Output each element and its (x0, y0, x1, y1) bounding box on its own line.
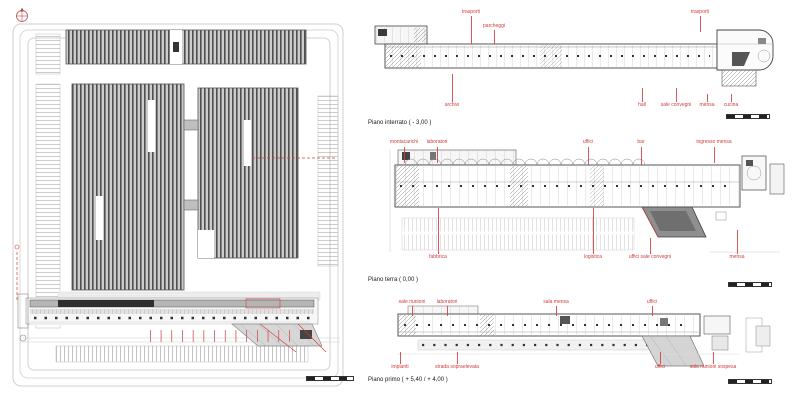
plan-label: hall (638, 102, 646, 108)
plan-label: laboratori (426, 139, 448, 145)
plan-label: logistica (583, 254, 603, 260)
plan-label: montacarichi (389, 139, 419, 145)
leader-line (713, 352, 714, 364)
plan-caption-terra: Piano terra ( 0,00 ) (368, 277, 419, 283)
leader-line (641, 147, 642, 165)
factory-halls (65, 29, 307, 291)
plan-label: laboratori (436, 299, 458, 305)
plan-label: impianti (391, 364, 409, 370)
plan-label: bar (637, 139, 645, 145)
plan-label: sala riunioni sospesa (689, 364, 737, 370)
plan-label: strada sopraelevata (435, 364, 479, 370)
plan-primo-drawing (397, 305, 771, 367)
plan-caption-interrato: Piano interrato ( - 3,00 ) (368, 120, 432, 126)
plan-label: uffici (582, 139, 594, 145)
red-annotation-marks (14, 157, 336, 353)
plan-interrato-building (374, 25, 774, 87)
leader-line (707, 94, 708, 102)
leader-line (731, 94, 732, 102)
leader-line (494, 30, 495, 44)
plan-label: fabbrica (429, 254, 447, 260)
plan-label: sale convegni (660, 102, 692, 108)
plan-terra-building (389, 149, 785, 253)
plan-label: archivi (444, 102, 460, 108)
leader-line (556, 306, 557, 316)
leader-line (452, 74, 453, 102)
scale-bar (728, 282, 772, 287)
plan-label: cucina (723, 102, 739, 108)
leader-line (412, 306, 413, 316)
leader-line (447, 306, 448, 316)
leader-line (642, 88, 643, 102)
plan-caption-primo: Piano primo ( + 5,40 / + 4,00 ) (368, 377, 448, 383)
plan-terra-drawing (389, 149, 785, 253)
north-arrow-icon (16, 7, 28, 22)
leader-line (660, 352, 661, 364)
plan-label: trasporti (461, 9, 481, 15)
plan-label: parcheggi (483, 23, 505, 29)
plan-label: mensa (699, 102, 715, 108)
plan-label: sale riunioni (398, 299, 426, 305)
leader-line (471, 16, 472, 44)
leader-line (737, 230, 738, 254)
head-building (17, 293, 323, 347)
leader-line (404, 147, 405, 163)
plan-primo-building (397, 305, 771, 367)
plan-label: uffici sale convegni (628, 254, 672, 260)
plan-label: mensa (729, 254, 745, 260)
plan-label: sala mensa (543, 299, 569, 305)
leader-line (438, 208, 439, 254)
leader-line (437, 147, 438, 163)
plan-label: uffici (646, 299, 658, 305)
leader-line (400, 352, 401, 364)
plan-label: uffici (654, 364, 666, 370)
scale-bar (728, 379, 772, 384)
leader-line (593, 208, 594, 254)
plan-label: trasporti (690, 9, 710, 15)
leader-line (457, 352, 458, 364)
scale-bar (726, 114, 770, 119)
leader-line (714, 147, 715, 163)
leader-line (588, 147, 589, 165)
leader-line (652, 306, 653, 316)
scale-bar (306, 376, 354, 381)
parking-areas (35, 33, 339, 363)
site-plan-drawing (12, 7, 344, 387)
leader-line (676, 88, 677, 102)
plan-label: ingresso mensa (696, 139, 732, 145)
leader-line (700, 16, 701, 32)
leader-line (650, 238, 651, 254)
plan-interrato-drawing (374, 25, 774, 87)
